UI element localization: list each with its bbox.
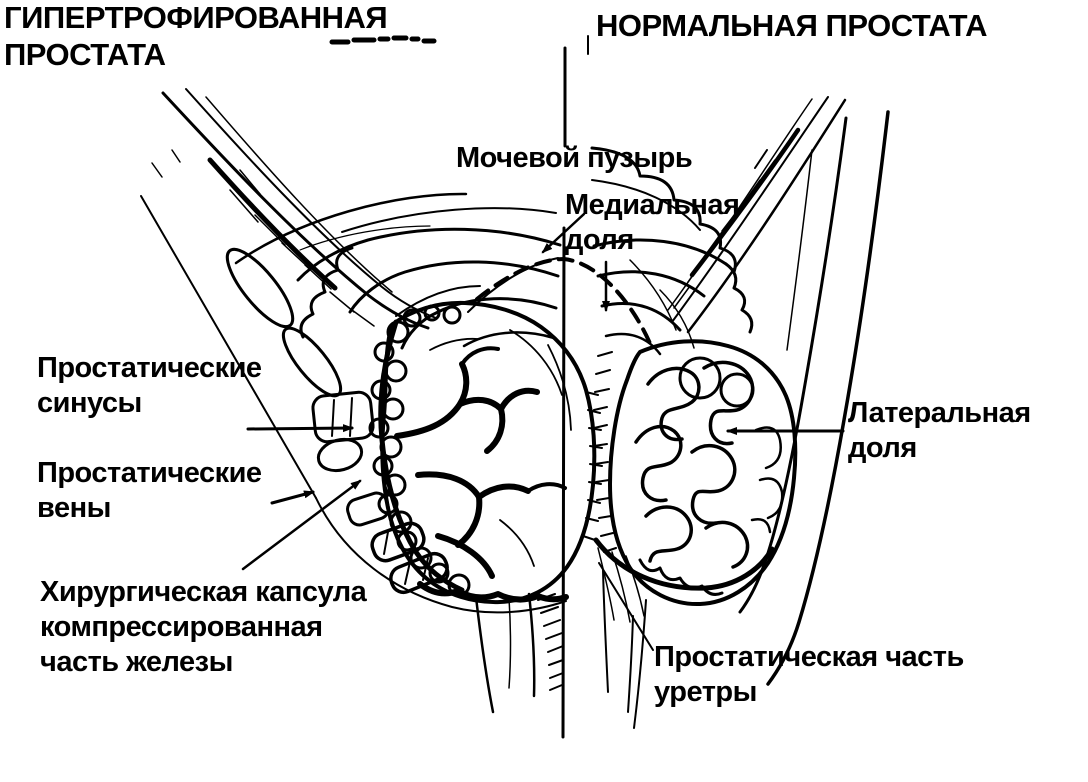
cropped-text-artifact (329, 35, 437, 45)
veins-arrow (270, 490, 315, 505)
pointer-arrows (241, 212, 845, 651)
midline (561, 35, 589, 739)
hypertrophied-prostate-mass (311, 257, 603, 605)
bladder-left-wall (234, 192, 562, 350)
title-normal-prostate: НОРМАЛЬНАЯ ПРОСТАТА (596, 8, 988, 43)
right-urethra (597, 547, 647, 729)
sinuses-arrow (246, 424, 354, 433)
label-prostatic-sinuses: Простатические синусы (37, 352, 262, 419)
label-prostatic-urethra: Простатическая часть уретры (654, 641, 964, 708)
label-prostatic-veins: Простатические вены (37, 457, 262, 524)
title-hypertrophied-prostate: ГИПЕРТРОФИРОВАННАЯ ПРОСТАТА (4, 0, 388, 72)
prostatic-sinus-chain (368, 304, 471, 597)
medial-lobe-dashed-outline (475, 257, 654, 350)
left-urethra (474, 592, 564, 714)
label-medial-lobe: Медиальная доля (565, 189, 740, 256)
urethra-pointer (598, 562, 654, 651)
normal-prostate (593, 339, 798, 607)
capsule-pointer (241, 479, 362, 571)
label-lateral-lobe: Латеральная доля (848, 397, 1031, 464)
bladder-right-wall (590, 146, 754, 356)
medial-lobe-arrow (541, 212, 586, 254)
label-bladder: Мочевой пузырь (456, 142, 693, 174)
label-surgical-capsule: Хирургическая капсула компрессированная … (40, 576, 367, 678)
